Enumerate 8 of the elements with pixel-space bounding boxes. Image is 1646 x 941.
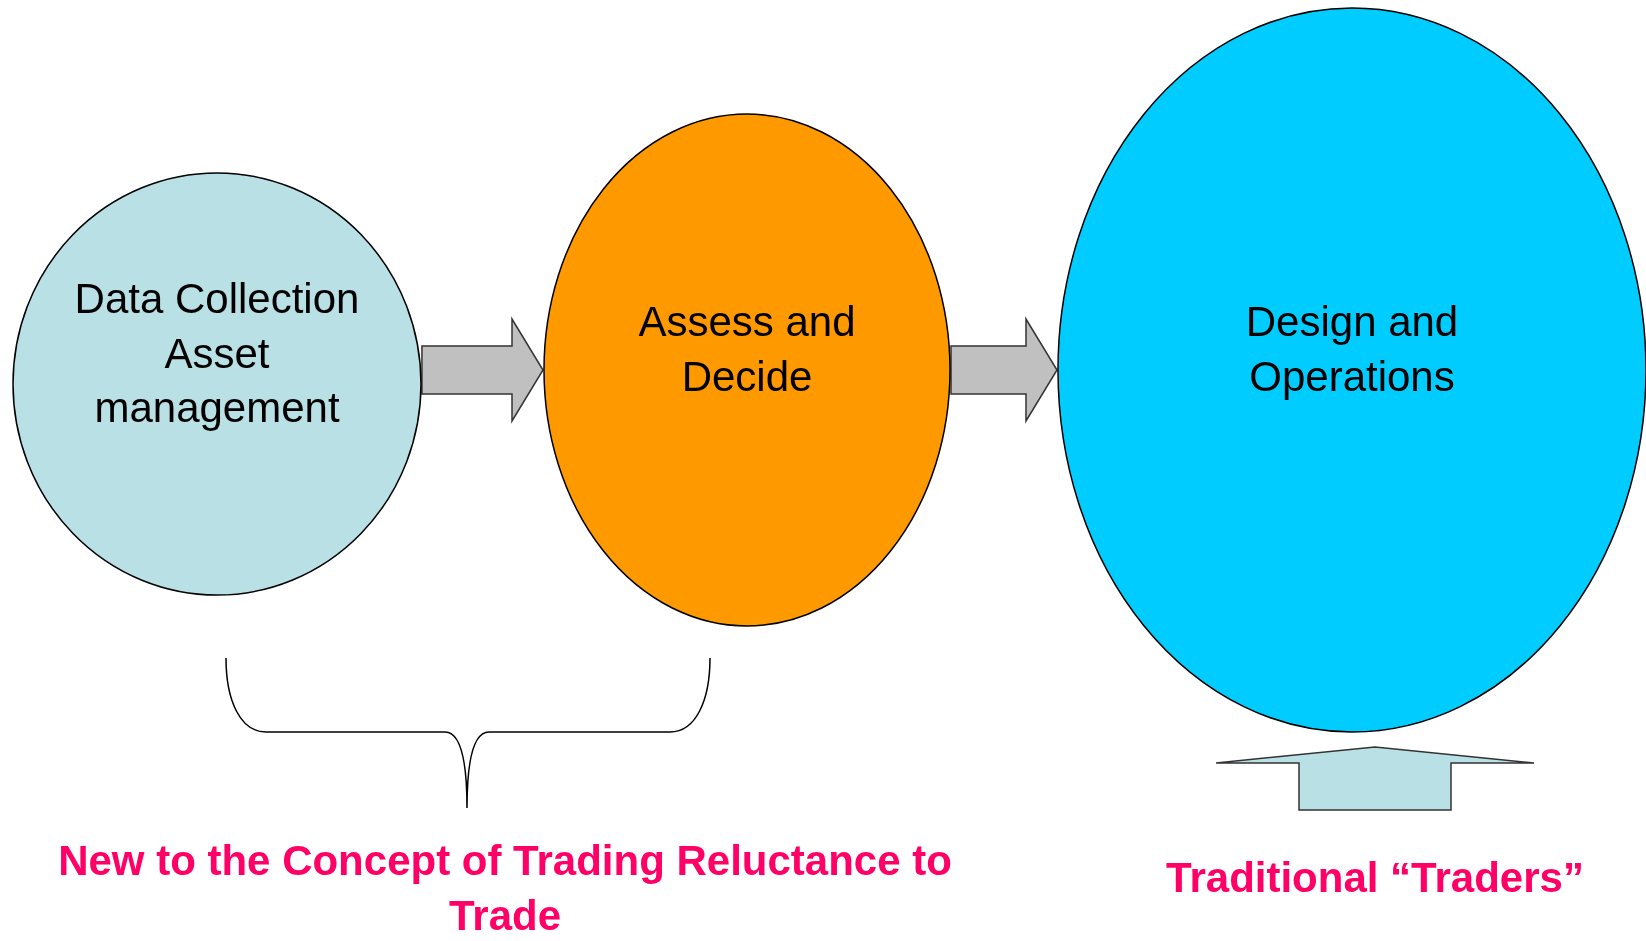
block-arrow [950,316,1058,424]
node-label: Design and Operations [1244,297,1460,402]
group-label: New to the Concept of Trading Reluctance to Trade [57,836,953,941]
group-label: Traditional “Traders” [1166,852,1584,903]
node-label: Assess and Decide [637,297,857,402]
block-arrow [1215,746,1535,811]
node-label: Data Collection Asset management [73,274,361,434]
block-arrow [421,316,544,424]
